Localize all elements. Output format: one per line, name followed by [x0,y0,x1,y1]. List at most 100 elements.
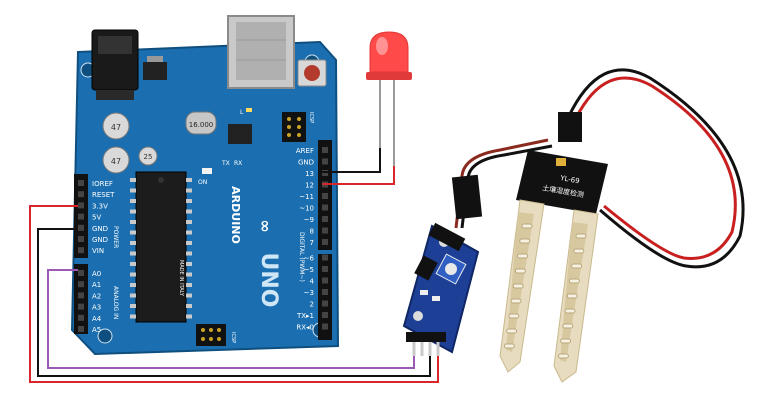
chip-pin [186,188,192,193]
pin-label: A4 [92,315,102,323]
tx-led-label: TX [221,160,230,167]
digital-section-label: DIGITAL (PWM~) [298,232,305,282]
power-led [202,168,212,174]
header-pin-hole [78,247,84,254]
chip-pin [130,209,136,214]
pin-label: ~6 [304,255,315,263]
chip-pin [186,314,192,319]
header-pin-hole [78,281,84,288]
pin-label: 12 [305,182,314,190]
header-pin-hole [322,277,328,284]
pin-label: 4 [310,278,315,286]
pin-label: GND [92,225,108,233]
probe-trace [508,313,520,319]
chip-pin [130,272,136,277]
capacitor-label: 47 [111,123,121,132]
power-header [74,174,88,258]
probe-trace [560,338,572,344]
pin-label: GND [298,159,314,167]
pin-label: 8 [310,228,314,236]
analog-header [74,264,88,334]
probe-cable [451,68,745,269]
wires [29,148,439,383]
header-pin-hole [322,323,328,330]
pin-label: RX◂0 [296,324,314,332]
made-in-label: MADE IN ITALY [178,260,184,297]
chip-pin [186,262,192,266]
pin-label: A5 [92,326,101,334]
chip-pin [186,251,192,256]
probe-trace [519,238,531,244]
on-led-label: ON [198,179,207,186]
header-pin-hole [322,204,328,211]
icsp-bottom-label: ICSP [230,332,236,343]
header-pin-hole [322,158,328,165]
probe-trace [512,283,524,289]
chip-pin [130,199,136,203]
probe-trace [521,223,533,229]
rx-led-label: RX [234,160,242,167]
chip-pin [130,314,136,319]
pin-label: 5V [92,214,101,222]
comparator-chip [414,255,438,281]
header-pin-hole [78,303,84,310]
usb-connector [227,15,295,89]
header-pin-hole [78,180,84,186]
header-pin-hole [322,266,328,272]
probe-trace [575,233,587,239]
brand-text: ARDUINO [229,186,242,244]
usb-interface-chip [228,124,252,144]
dc-power-jack [91,29,139,100]
header-pin-hole [78,202,84,209]
model-text: UNO [256,253,281,308]
vcc-wire [29,205,439,383]
chip-pin [186,283,192,287]
sensor-module-board [402,222,480,356]
pin-label: 3.3V [92,202,108,210]
pin-label: ~11 [299,193,314,201]
header-pin-hole [78,236,84,242]
capacitors: 47 47 25 [102,112,158,174]
probe-trace [517,253,529,259]
pin-label: VIN [92,247,104,255]
red-led [366,31,412,166]
l-led-label: L [240,109,244,116]
header-pin-hole [78,213,84,220]
led-signal-wire [322,166,395,185]
probe-trace [573,248,585,254]
probe-trace [562,323,574,329]
probe-trace [568,278,580,284]
icsp-header-top [282,112,306,142]
probe-trace [566,293,578,299]
regulator-tab [147,56,163,62]
pin-label: 13 [305,170,314,178]
header-pin-hole [78,292,84,299]
pin-label: ~3 [304,289,314,297]
chip-pin [130,293,136,298]
chip-pin [186,272,192,277]
pin-label: A2 [92,292,101,300]
pin-label: A0 [92,270,101,278]
header-pin-hole [322,239,328,245]
arduino-logo: ∞ ARDUINO UNO [229,186,281,307]
chip-pin [186,209,192,214]
capacitor-label: 47 [111,157,121,166]
chip-pin [186,230,192,235]
header-pin-hole [78,270,84,276]
pin-label: A3 [92,304,101,312]
pin-label: AREF [296,147,314,155]
header-pin-hole [322,147,328,153]
analog-section-label: ANALOG IN [112,286,119,319]
soil-moisture-probe: YL-69 土壤湿度检测 [499,150,608,383]
pin-label: GND [92,236,108,244]
header-pin-hole [322,216,328,222]
l-led [246,108,252,112]
chip-pin [186,178,192,182]
chip-pin [130,230,136,235]
header-pin-hole [322,227,328,234]
probe-trace [503,343,515,349]
pin-label: 2 [310,301,314,309]
icsp-top-label: ICSP [308,112,314,123]
gnd-wire [37,228,431,377]
